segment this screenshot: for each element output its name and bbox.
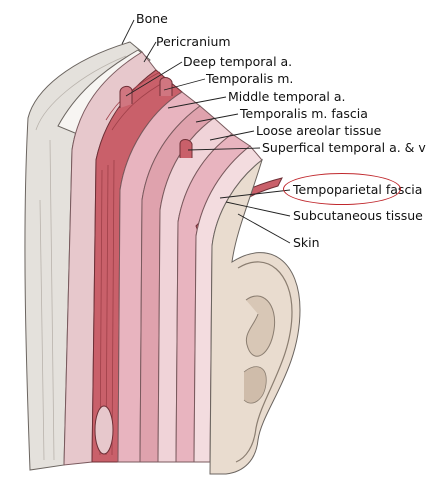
label-bone: Bone [136,11,168,26]
ear-shading [243,366,267,404]
leader-lines [121,19,291,244]
label-temporalis-muscle: Temporalis m. [206,71,294,86]
label-skin: Skin [293,235,320,250]
label-superficial-temporal-vessels: Superfical temporal a. & v. [262,140,426,155]
bone-inner-texture [35,55,127,461]
superficial-temporal-vessels [179,139,193,158]
vessel-cross-section [94,405,114,455]
label-subcutaneous-tissue: Subcutaneous tissue [293,208,423,223]
label-deep-temporal-artery: Deep temporal a. [183,54,293,69]
label-temporalis-fascia: Temporalis m. fascia [240,106,368,121]
label-loose-areolar-tissue: Loose areolar tissue [256,123,382,138]
ear-helix [235,261,293,463]
label-pericranium: Pericranium [156,34,231,49]
highlight-ellipse [283,173,401,205]
temporalis-muscle-striations [99,71,169,456]
skin-layer [209,158,301,475]
deep-temporal-artery [119,85,133,108]
ear-concha [245,295,276,357]
middle-temporal-artery [159,77,173,96]
label-middle-temporal-artery: Middle temporal a. [228,89,346,104]
